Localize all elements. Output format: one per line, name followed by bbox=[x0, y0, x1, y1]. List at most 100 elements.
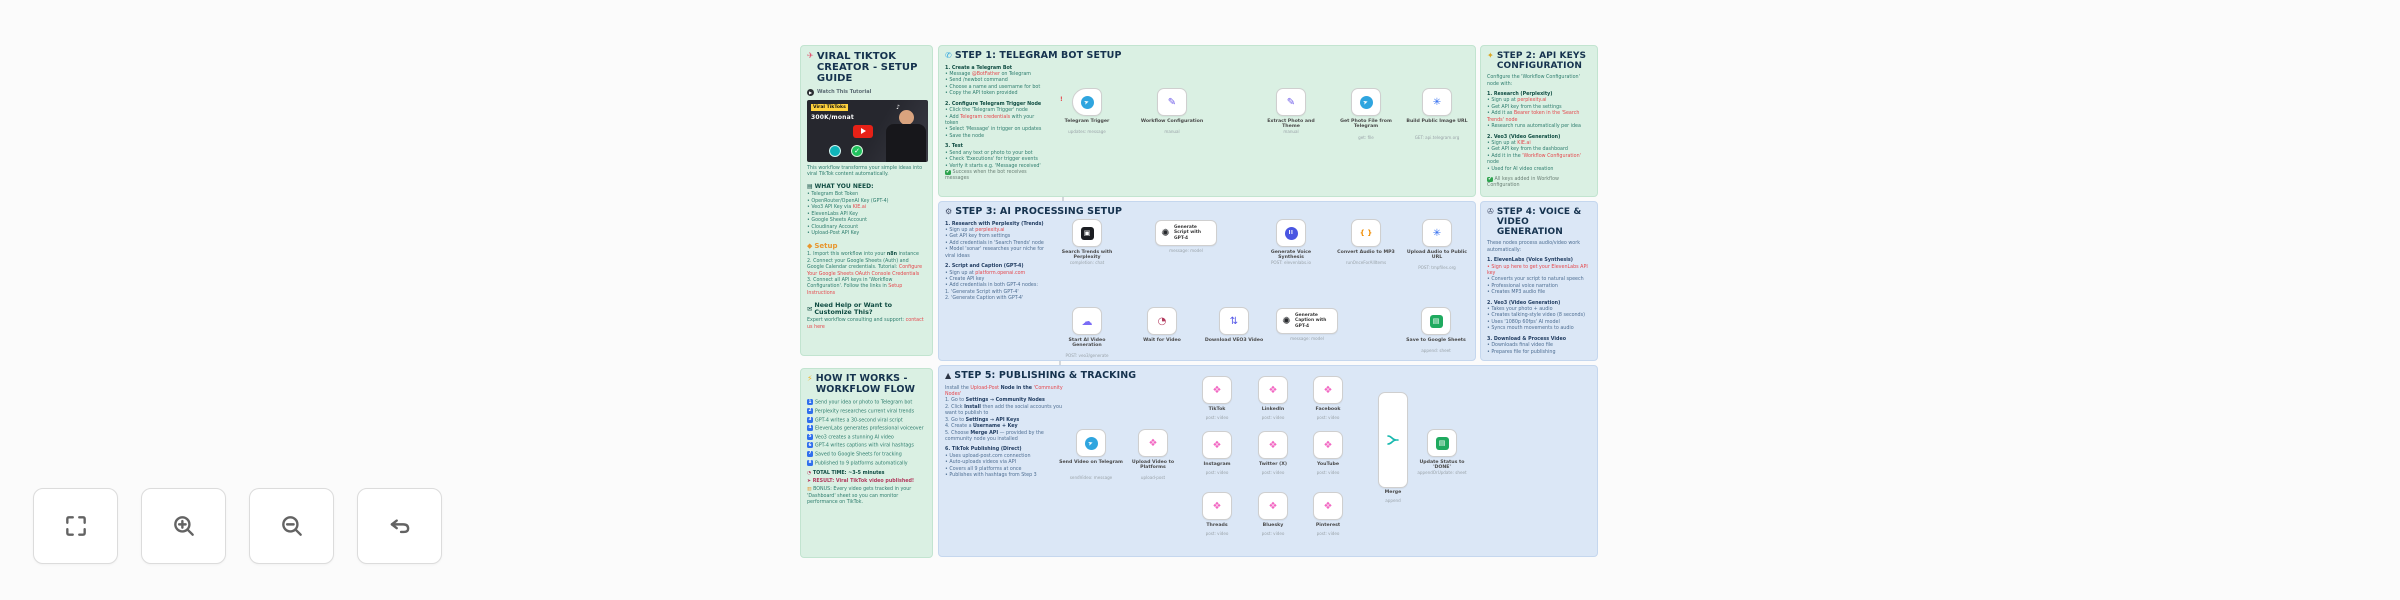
node-subtitle: message: model bbox=[1169, 248, 1203, 253]
node-subtitle: completion: chat bbox=[1069, 260, 1105, 265]
node-update-status[interactable] bbox=[1427, 429, 1457, 457]
help-heading: ✉Need Help or Want to Customize This? bbox=[807, 301, 893, 317]
node-label: Save to Google Sheets bbox=[1406, 338, 1466, 343]
lightning-icon: ⚡ bbox=[807, 374, 813, 383]
node-label: TikTok bbox=[1208, 407, 1226, 412]
how-bonus: ▥ BONUS: Every video gets tracked in you… bbox=[807, 487, 912, 506]
google-sheets-icon bbox=[1435, 436, 1449, 450]
node-platform-instagram[interactable] bbox=[1202, 431, 1232, 459]
pencil-icon bbox=[1166, 96, 1179, 109]
node-label: Send Video on Telegram bbox=[1059, 460, 1123, 465]
step3-instructions: 1. Research with Perplexity (Trends)• Si… bbox=[945, 221, 1044, 302]
node-label: Instagram bbox=[1203, 462, 1231, 467]
clipboard-icon: ▤ bbox=[807, 183, 813, 191]
node-voice-synthesis[interactable] bbox=[1276, 219, 1306, 247]
upload-post-icon bbox=[1211, 384, 1224, 397]
node-subtitle: POST: veo3/generate bbox=[1065, 353, 1109, 358]
telegram-icon bbox=[1359, 95, 1373, 109]
node-label: Twitter (X) bbox=[1258, 462, 1288, 467]
how-time: ◔ TOTAL TIME: ~3-5 minutes bbox=[807, 471, 885, 477]
node-label: Workflow Configuration bbox=[1140, 119, 1204, 124]
node-platform-twitter[interactable] bbox=[1258, 431, 1288, 459]
reset-view-button[interactable] bbox=[357, 488, 442, 564]
what-you-need-heading: ▤WHAT YOU NEED: bbox=[807, 183, 874, 191]
node-subtitle: runOnceForAllItems bbox=[1345, 260, 1387, 265]
node-generate-script[interactable]: Generate Script with GPT-4 bbox=[1155, 220, 1217, 246]
node-platform-pinterest[interactable] bbox=[1313, 492, 1343, 520]
node-merge[interactable] bbox=[1378, 392, 1408, 488]
node-platform-linkedin[interactable] bbox=[1258, 376, 1288, 404]
node-subtitle: post: video bbox=[1261, 415, 1285, 420]
node-platform-threads[interactable] bbox=[1202, 492, 1232, 520]
zoom-out-icon bbox=[281, 516, 302, 536]
upload-post-icon bbox=[1267, 384, 1280, 397]
node-subtitle: post: video bbox=[1261, 531, 1285, 536]
sticky-step2-api-keys[interactable]: ✦STEP 2: API KEYS CONFIGURATION Configur… bbox=[1480, 45, 1598, 197]
telegram-icon bbox=[1084, 436, 1098, 450]
node-download-video[interactable] bbox=[1219, 307, 1249, 335]
node-platform-facebook[interactable] bbox=[1313, 376, 1343, 404]
node-label: Start AI Video Generation bbox=[1068, 338, 1106, 349]
youtube-play-button[interactable] bbox=[853, 124, 873, 138]
upload-post-icon bbox=[1267, 500, 1280, 513]
zoom-out-button[interactable] bbox=[249, 488, 334, 564]
node-send-video-telegram[interactable] bbox=[1076, 429, 1106, 457]
openai-icon bbox=[1280, 315, 1293, 328]
node-label: Wait for Video bbox=[1143, 338, 1181, 343]
pencil-icon bbox=[1285, 96, 1298, 109]
step1-instructions: 1. Create a Telegram Bot• Message @BotFa… bbox=[945, 65, 1042, 182]
tutorial-thumbnail[interactable]: Viral TikToks 300K/monat ♪ ✓ bbox=[807, 99, 928, 162]
node-subtitle: append: sheet bbox=[1421, 348, 1451, 353]
node-platform-bluesky[interactable] bbox=[1258, 492, 1288, 520]
node-generate-caption[interactable]: Generate Caption with GPT-4 bbox=[1276, 308, 1338, 334]
node-platform-youtube[interactable] bbox=[1313, 431, 1343, 459]
what-you-need-list: • Telegram Bot Token• OpenRouter/OpenAI … bbox=[807, 192, 889, 236]
node-label: YouTube bbox=[1316, 462, 1340, 467]
upload-post-icon bbox=[1147, 437, 1160, 450]
node-subtitle: post: video bbox=[1316, 415, 1340, 420]
node-telegram-trigger[interactable] bbox=[1072, 88, 1102, 116]
node-upload-video-platforms[interactable] bbox=[1138, 429, 1168, 457]
telegram-icon bbox=[1080, 95, 1094, 109]
node-label: Pinterest bbox=[1315, 523, 1341, 528]
node-start-video-generation[interactable] bbox=[1072, 307, 1102, 335]
node-subtitle: get: file bbox=[1358, 135, 1374, 140]
fullscreen-button[interactable] bbox=[33, 488, 118, 564]
node-upload-audio[interactable] bbox=[1422, 219, 1452, 247]
step1-title: ✆STEP 1: TELEGRAM BOT SETUP bbox=[945, 50, 1122, 61]
node-subtitle: updates: message bbox=[1068, 129, 1106, 134]
node-wait-for-video[interactable] bbox=[1147, 307, 1177, 335]
rocket-icon: ✈ bbox=[807, 51, 814, 60]
watch-tutorial-link[interactable]: ▶Watch This Tutorial bbox=[807, 88, 872, 96]
step2-title: ✦STEP 2: API KEYS CONFIGURATION bbox=[1487, 51, 1587, 72]
node-save-google-sheets[interactable] bbox=[1421, 307, 1451, 335]
sticky-step1-telegram[interactable]: ✆STEP 1: TELEGRAM BOT SETUP 1. Create a … bbox=[938, 45, 1476, 197]
step3-title: ⚙STEP 3: AI PROCESSING SETUP bbox=[945, 206, 1123, 217]
node-search-trends[interactable] bbox=[1072, 219, 1102, 247]
node-subtitle: post: video bbox=[1316, 531, 1340, 536]
upload-post-icon bbox=[1211, 500, 1224, 513]
elevenlabs-icon bbox=[1284, 226, 1298, 240]
node-label: Convert Audio to MP3 bbox=[1337, 250, 1395, 255]
sticky-setup-guide[interactable]: ✈VIRAL TIKTOK CREATOR - SETUP GUIDE ▶Wat… bbox=[800, 45, 933, 356]
node-platform-tiktok[interactable] bbox=[1202, 376, 1232, 404]
node-subtitle: POST: tmpfiles.org bbox=[1418, 265, 1456, 270]
check-badge-icon: ✓ bbox=[851, 144, 863, 157]
node-label: Get Photo File from Telegram bbox=[1340, 119, 1392, 130]
zoom-in-button[interactable] bbox=[141, 488, 226, 564]
node-convert-audio[interactable] bbox=[1351, 219, 1381, 247]
sticky-step4-voice-video[interactable]: ✇STEP 4: VOICE & VIDEO GENERATION These … bbox=[1480, 201, 1598, 361]
node-extract-photo-theme[interactable] bbox=[1276, 88, 1306, 116]
film-icon: ✇ bbox=[1487, 207, 1494, 216]
node-build-image-url[interactable] bbox=[1422, 88, 1452, 116]
node-workflow-configuration[interactable] bbox=[1157, 88, 1187, 116]
node-subtitle: post: video bbox=[1205, 470, 1229, 475]
zoom-in-icon bbox=[173, 516, 194, 536]
upload-post-icon bbox=[1211, 439, 1224, 452]
robot-icon: ⚙ bbox=[945, 207, 953, 216]
node-label: Telegram Trigger bbox=[1064, 119, 1110, 124]
node-get-photo-file[interactable] bbox=[1351, 88, 1381, 116]
upload-post-icon bbox=[1322, 384, 1335, 397]
